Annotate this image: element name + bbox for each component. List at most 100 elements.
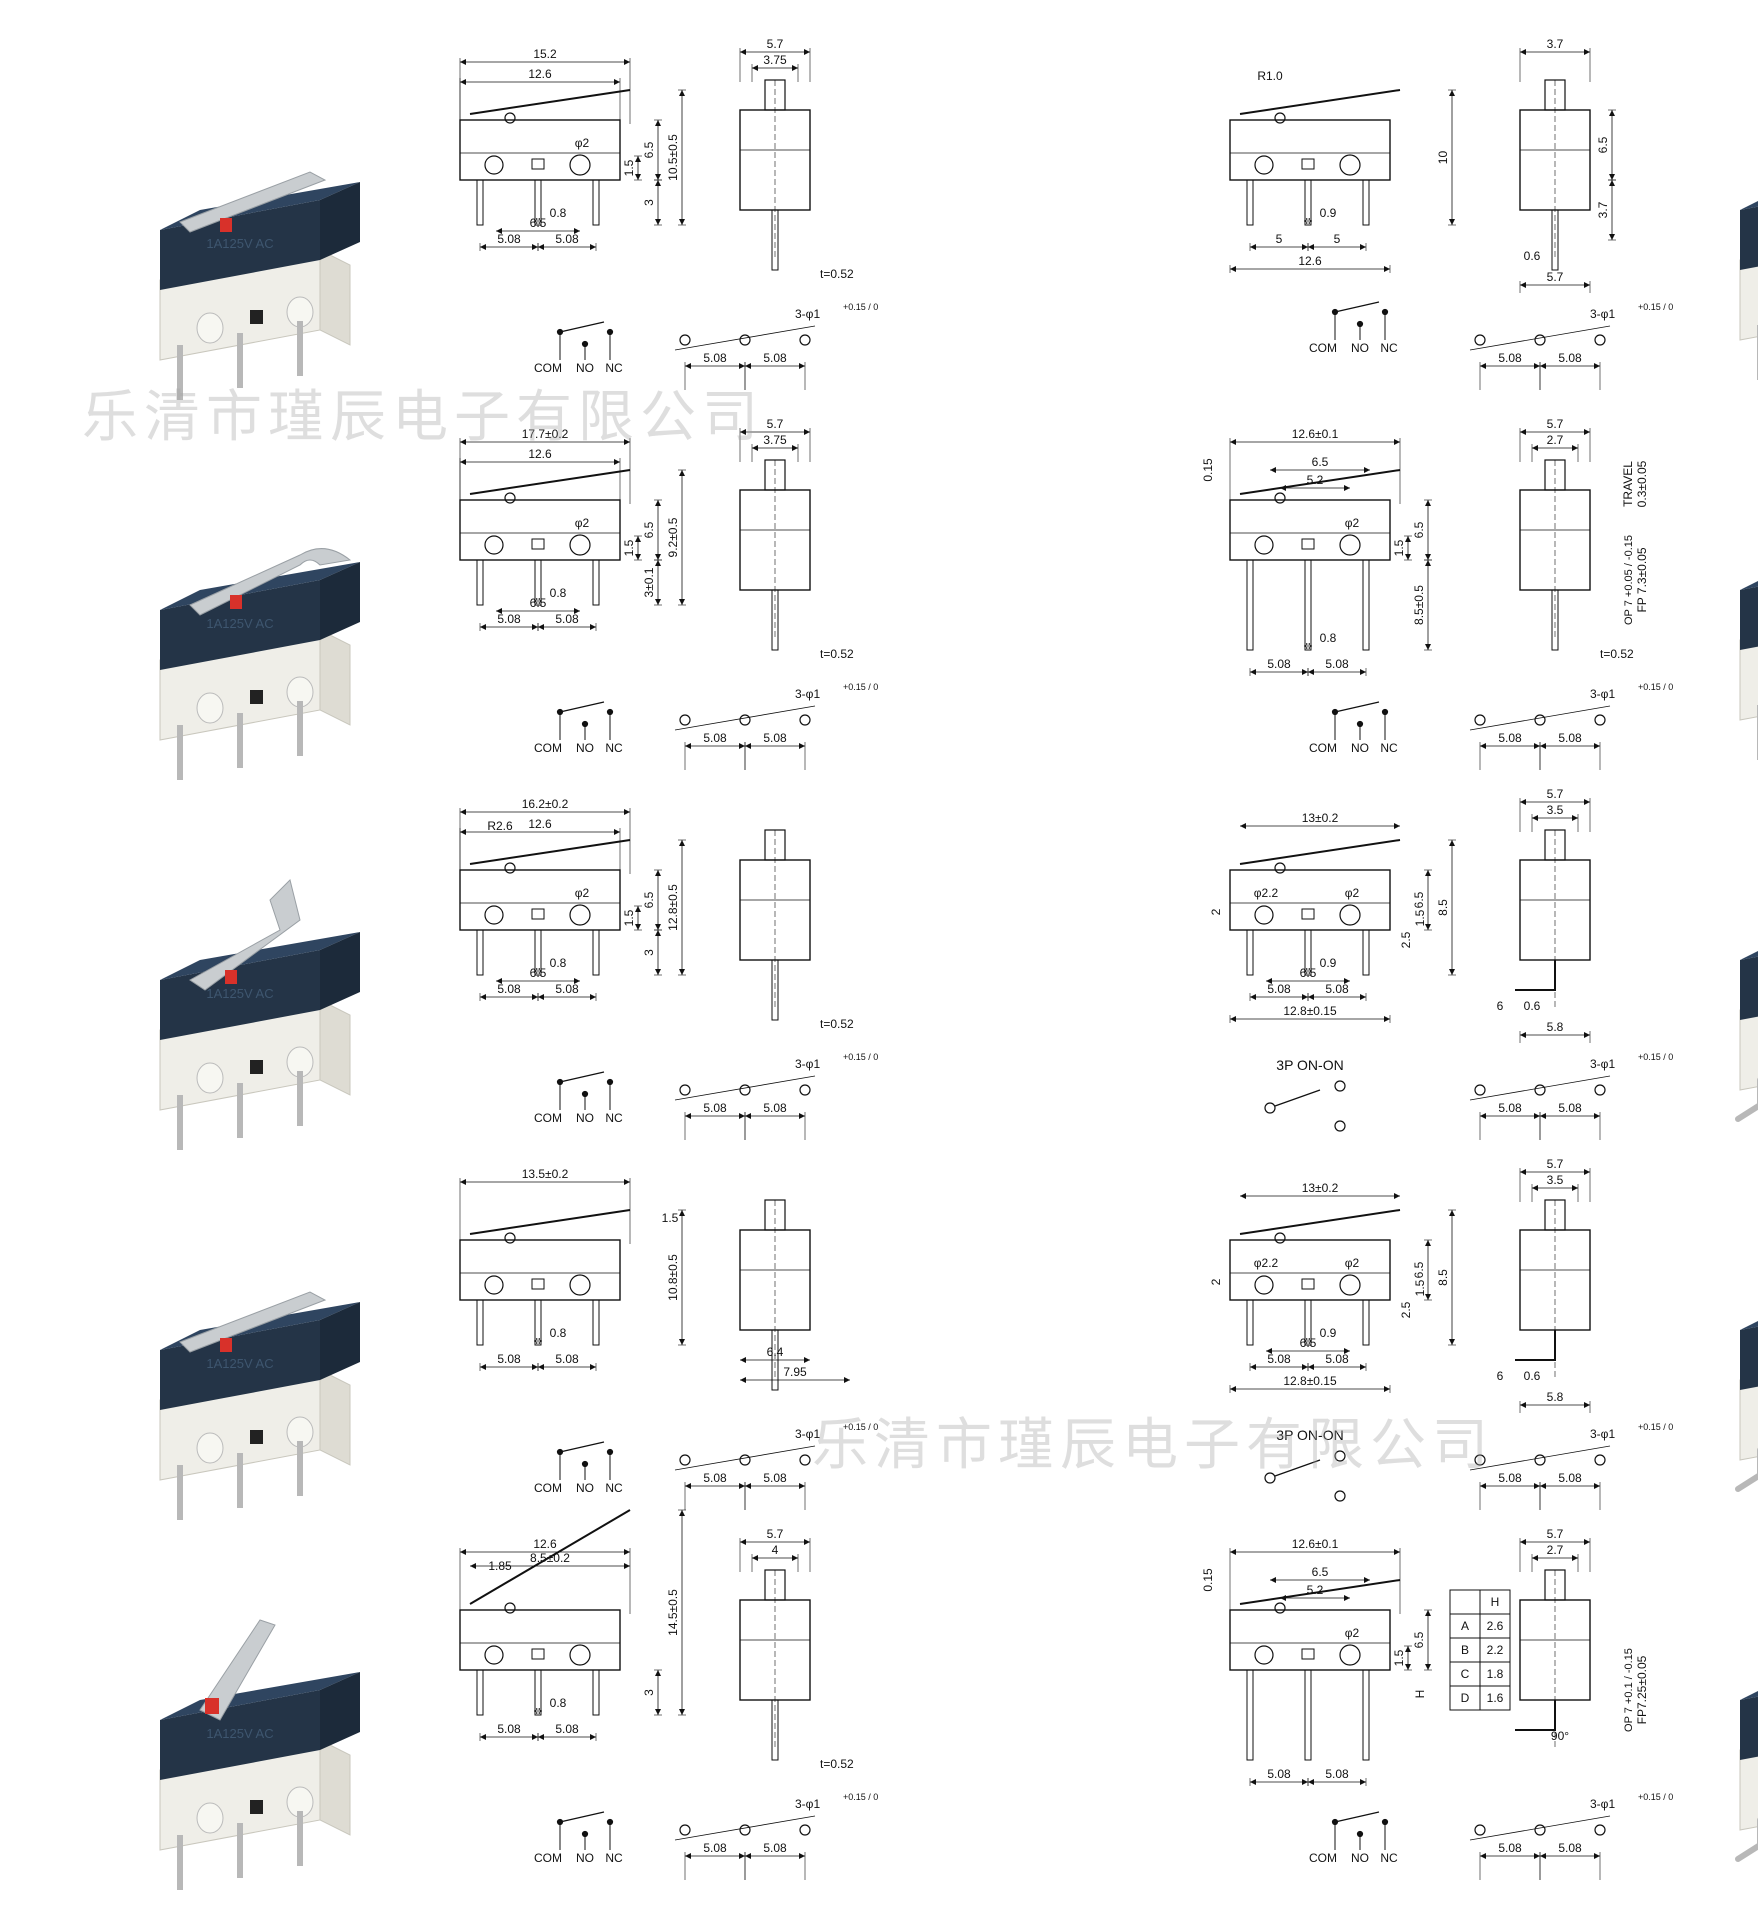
pin-outline <box>1304 559 1312 651</box>
arrow <box>534 1338 542 1344</box>
pivot <box>1274 492 1286 504</box>
rating-text: 1A125V AC <box>206 1356 273 1371</box>
label-no: NO <box>576 741 594 755</box>
dim-label: 14.5±0.5 <box>666 1589 680 1636</box>
plunger <box>764 1569 786 1601</box>
dim-label: 12.6 <box>533 1537 557 1551</box>
pin <box>177 345 183 400</box>
dim-label: 0.8 <box>550 1696 567 1710</box>
pcb-hole <box>1534 1824 1546 1836</box>
base-slot <box>250 1800 263 1814</box>
actuator-button <box>220 218 232 232</box>
dim-label: 5.08 <box>1498 1101 1522 1115</box>
switch-housing-side <box>320 182 360 260</box>
dim-label: 1.5 <box>622 159 636 176</box>
side-view: 5.73.75t=0.52 <box>739 417 854 661</box>
line <box>469 1509 631 1605</box>
arrow <box>1425 1240 1431 1300</box>
base-hole <box>196 692 224 724</box>
line <box>469 89 631 115</box>
mount-hole <box>1339 154 1361 176</box>
dim-label: φ2 <box>1345 886 1360 900</box>
dim-label: 5.08 <box>497 982 521 996</box>
pin <box>177 1465 183 1520</box>
dim-label: 1.5 <box>622 539 636 556</box>
arrow <box>534 218 542 224</box>
mount-hole <box>1339 904 1361 926</box>
arrow <box>1250 669 1308 675</box>
switch-cell-8: 1A125V ACφ2.2φ25.085.080.96.513±0.28.56.… <box>1209 1157 1758 1510</box>
mount-hole <box>1254 905 1274 925</box>
dim-label: 0.6 <box>1524 249 1541 263</box>
pin-outline <box>476 1669 484 1716</box>
actuator-button <box>225 970 237 984</box>
dim-label: 0.9 <box>1320 206 1337 220</box>
dim-label: 6.4 <box>767 1345 784 1359</box>
arrow <box>635 906 641 930</box>
dim-label: 3.75 <box>763 433 787 447</box>
dim-label: 12.6 <box>528 67 552 81</box>
pin-outline <box>476 179 484 226</box>
base-hole <box>196 312 224 344</box>
table-text: 2.6 <box>1487 1619 1504 1633</box>
housing-outline <box>1229 499 1391 561</box>
dim-label: t=0.52 <box>820 267 854 281</box>
arrow <box>480 1364 538 1370</box>
contact <box>1264 1102 1276 1114</box>
dim-label: 5.08 <box>555 982 579 996</box>
pin-outline <box>1551 589 1559 651</box>
base-slot <box>250 1430 263 1444</box>
label-com: COM <box>534 1481 562 1495</box>
dim-label: 5.08 <box>1498 1471 1522 1485</box>
dim-label: 5.08 <box>1267 1767 1291 1781</box>
plunger <box>1544 79 1566 111</box>
arrow <box>635 156 641 180</box>
dim-label: 5.08 <box>497 612 521 626</box>
arrow <box>1250 244 1308 250</box>
label-no: NO <box>576 1111 594 1125</box>
plunger <box>764 459 786 491</box>
rating-text: 1A125V AC <box>206 1726 273 1741</box>
pin-outline <box>1362 1669 1370 1761</box>
pin <box>237 1823 243 1878</box>
arrow <box>1540 1853 1600 1859</box>
mount-hole <box>1339 534 1361 556</box>
arrow <box>1480 743 1540 749</box>
pcb-tolerance: +0.15 / 0 <box>1638 682 1673 692</box>
dim-label: 5.08 <box>763 351 787 365</box>
dim-label: 5.08 <box>497 232 521 246</box>
pcb-hole <box>1534 334 1546 346</box>
dim-label: 12.8±0.15 <box>1283 1004 1337 1018</box>
dim-label: 5.8 <box>1547 1020 1564 1034</box>
arrow <box>1480 1853 1540 1859</box>
arrow <box>685 1483 745 1489</box>
pin-outline <box>1551 209 1559 271</box>
line <box>559 1071 605 1083</box>
dim-label: 5.7 <box>1547 1527 1564 1541</box>
pin-outline <box>592 1299 600 1346</box>
bent-pin <box>1515 1330 1556 1361</box>
dim-label: 5.08 <box>1325 982 1349 996</box>
dim-label: OP 7 +0.1 / -0.15 <box>1623 1648 1635 1732</box>
arrow <box>1308 669 1366 675</box>
line <box>674 1075 816 1101</box>
contact-dot <box>1381 308 1389 316</box>
housing-outline <box>459 499 621 561</box>
window <box>1301 1278 1315 1290</box>
dim-label: 0.9 <box>1320 1326 1337 1340</box>
pcb-hole <box>1534 1084 1546 1096</box>
arrow <box>480 624 538 630</box>
dim-label: 7.95 <box>783 1365 807 1379</box>
pin-outline <box>1246 1669 1254 1761</box>
arrow <box>655 120 661 180</box>
pcb-hole <box>1474 1454 1486 1466</box>
switch-base-side <box>319 629 351 726</box>
dim-label: φ2 <box>1345 516 1360 530</box>
pcb-tolerance: +0.15 / 0 <box>843 682 878 692</box>
